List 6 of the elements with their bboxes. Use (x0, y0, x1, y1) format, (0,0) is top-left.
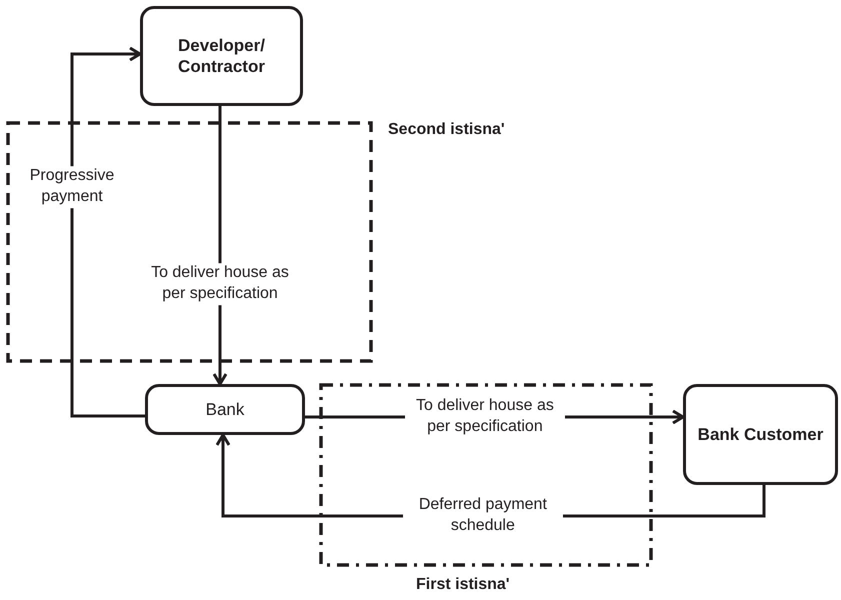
contract-heading: First istisna' (416, 576, 510, 594)
contract-heading: Second istisna' (388, 121, 505, 139)
party-box: Bank (145, 384, 305, 435)
party-box: Developer/ Contractor (140, 6, 303, 106)
party-box: Bank Customer (683, 384, 838, 485)
arrow (70, 46, 145, 418)
